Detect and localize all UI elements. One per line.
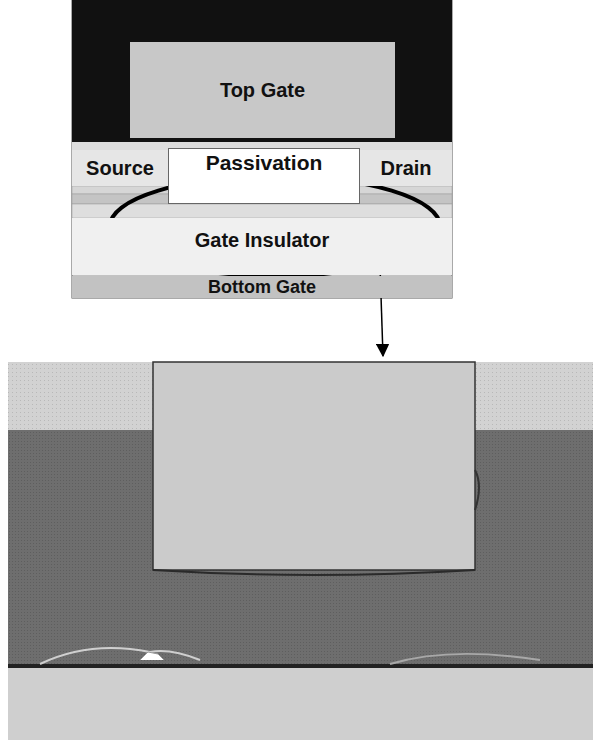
cross-section xyxy=(72,0,452,298)
layer-label: Top Gate xyxy=(220,78,305,138)
passivation-layer: Passivation xyxy=(168,148,360,204)
layer-label: Source xyxy=(86,156,154,186)
layer-label: Gate Insulator xyxy=(195,228,329,275)
source-electrode: Source xyxy=(72,150,168,186)
layer-label: Drain xyxy=(380,156,431,186)
layer-label: Passivation xyxy=(206,151,323,203)
drain-electrode: Drain xyxy=(360,150,452,186)
top-gate: Top Gate xyxy=(130,42,395,138)
gate-insulator: Gate Insulator xyxy=(72,218,452,275)
simulation-panel xyxy=(8,362,593,740)
bottom-gate: Bottom Gate xyxy=(72,276,452,298)
layer-label: Bottom Gate xyxy=(208,276,316,298)
